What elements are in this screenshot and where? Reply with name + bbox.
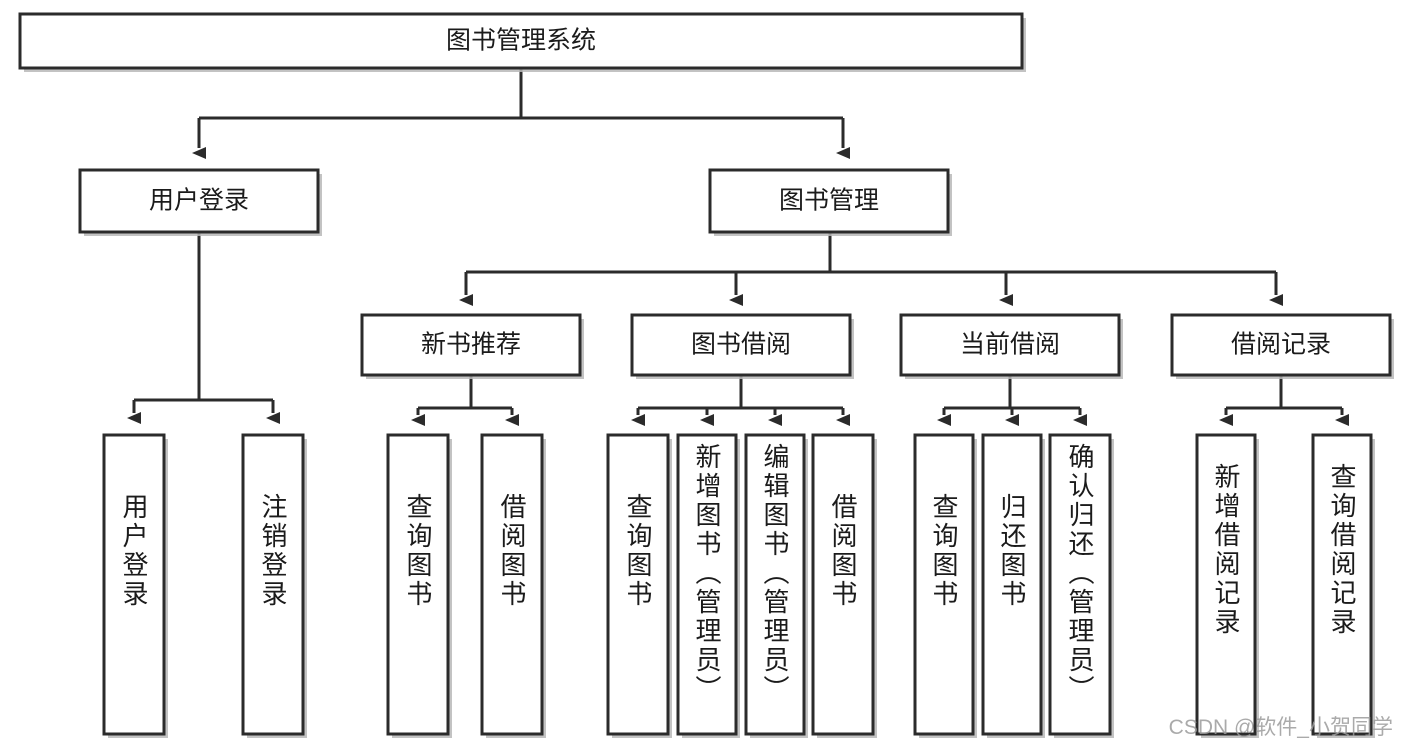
borrow-record-node-label: 借阅记录 [1231,331,1331,359]
connectors-root-to-level2 [192,68,850,159]
leaf-borrow-book-2-box[interactable] [811,433,875,736]
user-login-node-label: 用户登录 [149,187,249,215]
user-login-node-box[interactable] [78,168,320,234]
current-borrow-node-label: 当前借阅 [960,331,1060,359]
leaf-query-book-3-box[interactable] [913,433,975,736]
connectors-user-login-children [127,232,280,424]
book-borrow-node-box[interactable] [630,313,852,377]
leaf-query-book-2-box[interactable] [606,433,670,736]
new-book-rec-node-box[interactable] [360,313,582,377]
connectors-book-mgmt-children [459,232,1283,306]
connectors-book-borrow-children [631,375,850,426]
leaf-query-book-1-box[interactable] [386,433,450,736]
connectors-current-borrow-children [937,375,1087,426]
leaf-user-login-box[interactable] [102,433,166,736]
book-mgmt-node-box[interactable] [708,168,950,234]
leaf-add-book-box[interactable] [676,433,738,736]
book-mgmt-node-label: 图书管理 [779,187,879,215]
borrow-record-node-box[interactable] [1170,313,1392,377]
leaf-confirm-return-box[interactable] [1048,433,1112,736]
leaf-query-record-box[interactable] [1311,433,1373,736]
connectors-borrow-record-children [1219,375,1349,426]
leaf-add-record-box[interactable] [1195,433,1257,736]
root-node-box[interactable] [18,12,1024,70]
connectors-new-book-rec-children [411,375,519,426]
book-borrow-node-label: 图书借阅 [691,331,791,359]
current-borrow-node-box[interactable] [899,313,1121,377]
leaf-borrow-book-1-box[interactable] [480,433,544,736]
root-node-label: 图书管理系统 [446,27,596,55]
leaf-logout-box[interactable] [241,433,305,736]
leaf-edit-book-box[interactable] [744,433,806,736]
new-book-rec-node-label: 新书推荐 [421,331,521,359]
leaf-return-book-box[interactable] [981,433,1043,736]
